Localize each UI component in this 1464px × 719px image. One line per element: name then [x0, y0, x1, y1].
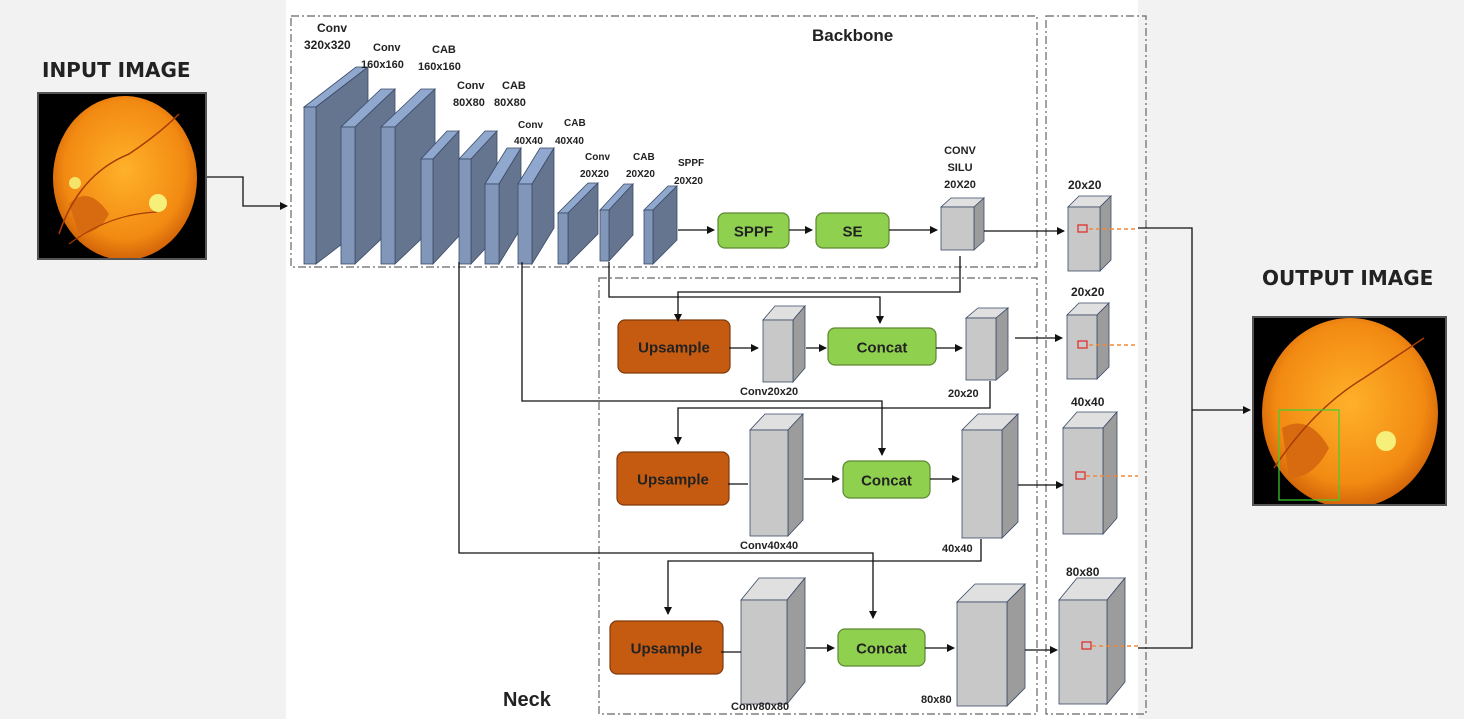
upsample-block-b: Upsample [616, 451, 730, 506]
head-cube-3 [1062, 410, 1118, 536]
layer-sppf-20 [643, 185, 678, 265]
head-label-1: 20x20 [1068, 178, 1102, 192]
se-block: SE [815, 212, 890, 249]
backbone-region [290, 15, 1038, 268]
upsample-block-c-label: Upsample [631, 641, 703, 658]
concat-block-a: Concat [827, 327, 937, 366]
conv-silu-block [939, 197, 986, 251]
conv20-skip-line [608, 262, 884, 324]
head-cube-2 [1066, 302, 1110, 380]
head-cube-4 [1058, 576, 1126, 706]
neck-conv-label-c: Conv80x80 [731, 701, 789, 713]
input-arrow [207, 176, 288, 210]
conv-silu-down-line [674, 256, 961, 322]
output-fundus-image [1252, 316, 1447, 506]
input-image-title: INPUT IMAGE [42, 58, 191, 82]
neck-out-label-c: 80x80 [921, 694, 952, 706]
concat-block-c-label: Concat [856, 641, 907, 658]
sppf-block-label: SPPF [734, 224, 773, 241]
concat-block-b-label: Concat [861, 473, 912, 490]
neck-label: Neck [503, 689, 552, 711]
neck-conv-c [740, 576, 806, 706]
out-a-down-line [674, 381, 991, 445]
head-cube-1 [1067, 195, 1112, 272]
neck-region [598, 277, 1038, 715]
se-block-label: SE [842, 224, 862, 241]
upsample-block-a: Upsample [617, 319, 731, 374]
layer-cab-20 [599, 182, 634, 263]
detect-marker-3 [1075, 471, 1086, 480]
neck-conv-a [762, 304, 806, 384]
detection-box [1278, 409, 1340, 501]
out-b-down-line [664, 539, 982, 615]
upsample-block-c: Upsample [609, 620, 724, 675]
detect-marker-2 [1077, 340, 1088, 349]
upsample-block-b-label: Upsample [637, 472, 709, 489]
backbone-label: Backbone [812, 26, 893, 45]
neck-conv-b [749, 412, 804, 538]
conv40-skip-line [521, 262, 886, 456]
concat-block-b: Concat [842, 460, 931, 499]
layer-conv-40 [484, 146, 522, 266]
input-fundus-image [37, 92, 207, 260]
conv80-skip-line [458, 262, 877, 619]
layer-conv-20 [557, 182, 599, 265]
sppf-block: SPPF [717, 212, 790, 249]
head-label-3: 40x40 [1071, 395, 1105, 409]
neck-out-a [964, 307, 1010, 381]
layer-conv-80 [420, 129, 460, 266]
detect-marker-4 [1081, 641, 1092, 650]
upsample-block-a-label: Upsample [638, 340, 710, 357]
neck-conv-label-a: Conv20x20 [740, 386, 798, 398]
layer-cab-40 [517, 146, 555, 266]
neck-out-b [961, 413, 1019, 539]
head-label-4: 80x80 [1066, 565, 1100, 579]
output-merge-line-top [1138, 227, 1193, 649]
head-label-2: 20x20 [1071, 285, 1105, 299]
concat-block-c: Concat [837, 628, 926, 667]
neck-out-c [956, 583, 1026, 707]
neck-conv-label-b: Conv40x40 [740, 540, 798, 552]
neck-out-label-b: 40x40 [942, 543, 973, 555]
concat-block-a-label: Concat [857, 340, 908, 357]
neck-out-label-a: 20x20 [948, 388, 979, 400]
head-region [1045, 15, 1147, 715]
detect-marker-1 [1077, 224, 1088, 233]
output-image-title: OUTPUT IMAGE [1262, 266, 1434, 290]
